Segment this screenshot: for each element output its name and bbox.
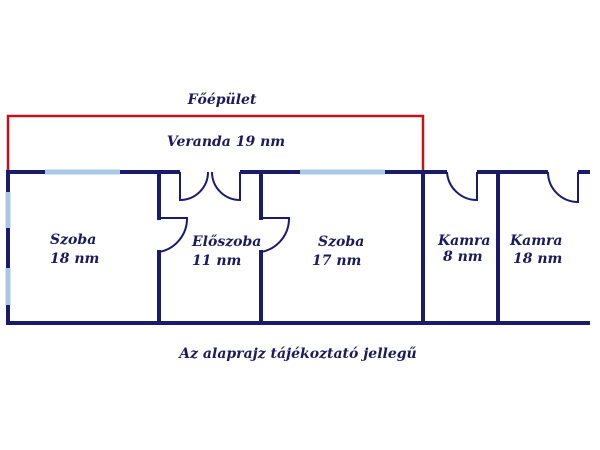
door-kamra-8 <box>446 171 478 202</box>
veranda-label: Veranda 19 nm <box>167 134 285 150</box>
veranda-outline <box>6 114 425 172</box>
room-3-name: Szoba <box>318 234 364 250</box>
door-szoba-eloszoba <box>158 217 189 253</box>
room-4-area: 8 nm <box>443 249 483 265</box>
room-4-name: Kamra <box>437 233 491 249</box>
room-5-name: Kamra <box>509 233 563 249</box>
room-1-area: 18 nm <box>50 251 99 267</box>
door-eloszoba-szoba <box>260 217 291 253</box>
disclaimer-text: Az alaprajz tájékoztató jellegű <box>177 346 416 362</box>
room-2-name: Előszoba <box>191 234 261 250</box>
entrance-door-right <box>211 171 241 202</box>
room-3-area: 17 nm <box>312 253 361 269</box>
room-2-area: 11 nm <box>192 253 241 269</box>
room-5-area: 18 nm <box>513 251 562 267</box>
entrance-door-left <box>179 171 209 202</box>
room-1-name: Szoba <box>50 232 96 248</box>
door-kamra-18 <box>547 171 579 204</box>
building-label: Főépület <box>187 92 257 108</box>
